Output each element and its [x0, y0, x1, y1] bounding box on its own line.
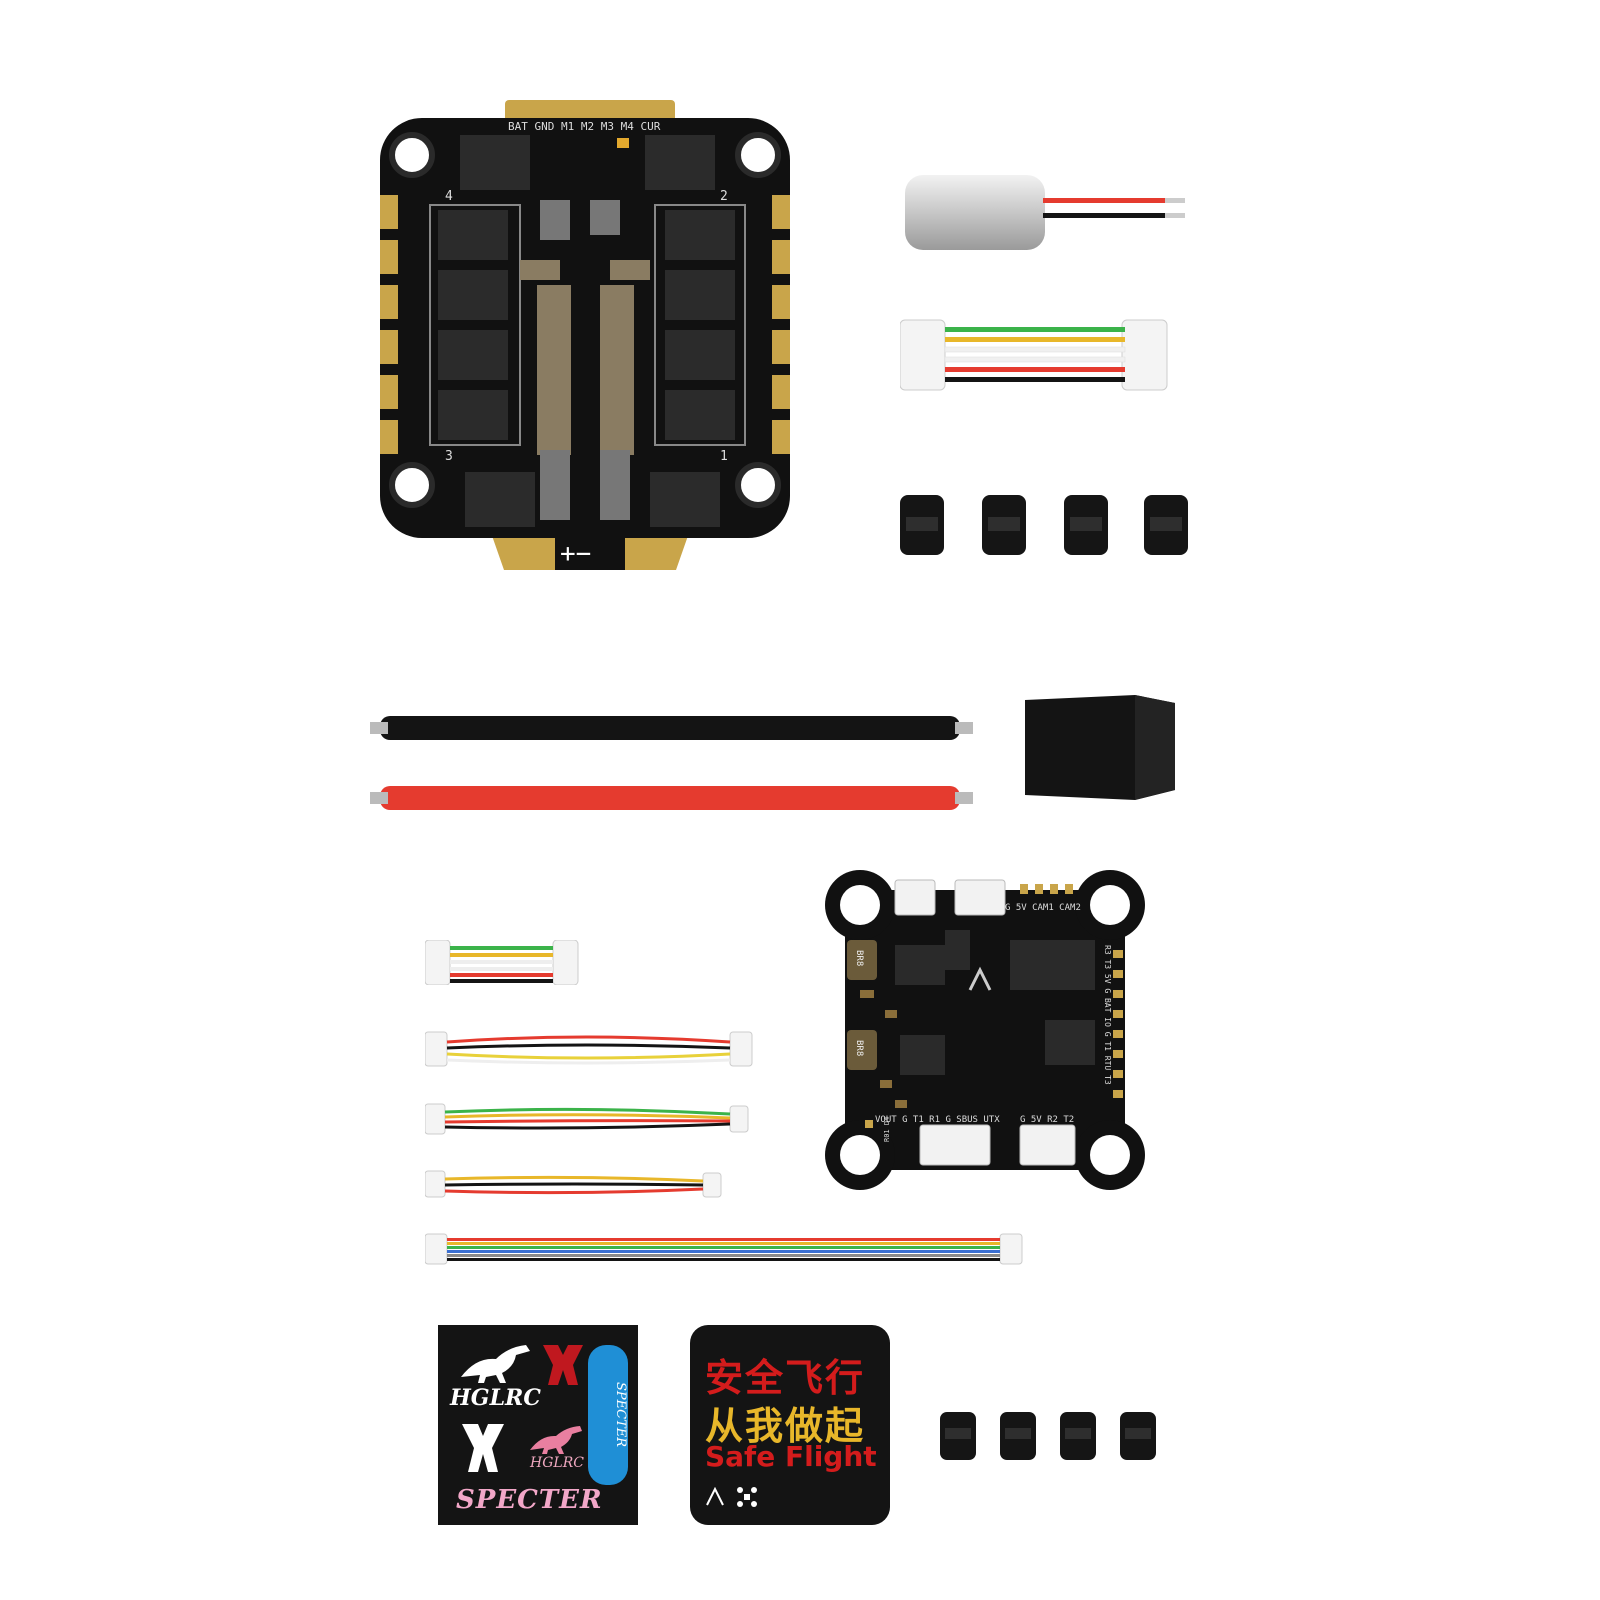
- buzzer-capacitor: [905, 175, 1185, 250]
- cable-long-multicolor: [425, 1233, 1023, 1265]
- fc-inductor-mark-1: BR8: [854, 950, 864, 966]
- fc-bottom-right-label: G 5V R2 T2: [1020, 1115, 1074, 1125]
- cable-short-3pin: [425, 1170, 722, 1198]
- esc-pad-label-3: 3: [445, 449, 453, 464]
- drone-icon: [737, 1487, 757, 1507]
- cable-long-4pin: [425, 1031, 753, 1067]
- xt60-connector: [1025, 695, 1175, 800]
- rubber-grommets-top: [900, 495, 1188, 555]
- cable-medium-6pin: [425, 1103, 749, 1135]
- connector-cable-large: [900, 319, 1168, 391]
- esc-pad-label-2: 2: [720, 189, 728, 204]
- cable-short-1: [425, 940, 579, 985]
- white-emblem-icon: [462, 1424, 504, 1472]
- esc-pad-label-4: 4: [445, 189, 453, 204]
- fc-inductor-mark-2: BR8: [854, 1040, 864, 1056]
- power-wires: [370, 716, 973, 810]
- dinosaur-logo-icon: [461, 1345, 530, 1383]
- side-product-text: SPECTER: [588, 1345, 628, 1485]
- safety-line-2: 从我做起: [705, 1404, 866, 1448]
- esc-board: BAT GND M1 M2 M3 M4 CUR 4 2 3 1 +−: [380, 100, 790, 570]
- fc-top-label: G 5V CAM1 CAM2: [1005, 903, 1081, 913]
- rubber-grommets-bottom: [940, 1412, 1156, 1460]
- brand-small-text: HGLRC: [530, 1455, 584, 1471]
- pink-dinosaur-icon: [530, 1426, 582, 1454]
- product-text: SPECTER: [456, 1485, 603, 1515]
- logo-mark-icon: [706, 1487, 724, 1506]
- safety-sticker: 安全飞行 从我做起 Safe Flight: [690, 1325, 890, 1525]
- fc-bottom-left-label: VOUT G T1 R1 G SBUS UTX: [875, 1115, 1000, 1125]
- safety-line-1: 安全飞行: [705, 1356, 866, 1400]
- fc-corner-label: R01 D4: [883, 1117, 891, 1142]
- red-emblem-icon: [543, 1345, 583, 1385]
- esc-header-label: BAT GND M1 M2 M3 M4 CUR: [508, 120, 661, 133]
- brand-sticker: HGLRC HGLRC SPECTER SPECTER: [438, 1325, 638, 1525]
- esc-polarity-label: +−: [560, 539, 591, 569]
- esc-pad-label-1: 1: [720, 449, 728, 464]
- safety-line-3: Safe Flight: [705, 1440, 877, 1473]
- flight-controller-board: G 5V CAM1 CAM2 VOUT G T1 R1 G SBUS UTX G…: [825, 870, 1145, 1190]
- fc-side-label: R3 T3 5V G BAT IO G T1 RTU T3: [1103, 945, 1112, 1085]
- brand-top-text: HGLRC: [450, 1385, 541, 1411]
